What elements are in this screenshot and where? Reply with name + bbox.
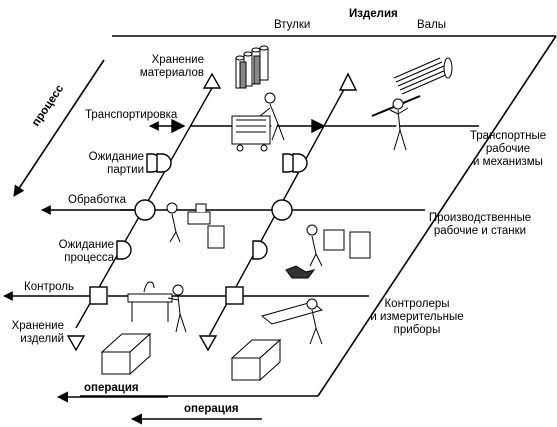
shafts-process-chain	[198, 72, 358, 352]
product-box-bushings	[100, 332, 152, 376]
product-box-shafts	[230, 338, 282, 382]
label-control: Контроль	[24, 281, 74, 293]
label-transportation: Транспортировка	[85, 109, 178, 121]
bushings-storage-triangle	[202, 72, 222, 89]
bushings-transport-arrowhead	[171, 118, 186, 134]
shafts-product-storage-triangle	[198, 335, 218, 352]
bushings-control-square	[89, 286, 108, 305]
shafts-processing-circle	[271, 199, 293, 221]
controller-bushings	[127, 281, 187, 333]
label-storage-products: Хранение изделий	[11, 320, 64, 345]
machinist-bushings	[166, 202, 225, 249]
operation-axis-2-label: операция	[184, 403, 239, 415]
label-storage-materials: Хранение материалов	[139, 54, 204, 79]
process-axis	[13, 59, 105, 197]
operation-axes	[56, 391, 262, 425]
bushings-stock-illustration	[235, 45, 269, 89]
plane-frame	[80, 35, 557, 397]
bushings-process-wait-d	[116, 240, 132, 260]
right-edge	[317, 35, 557, 397]
shafts-stock-illustration	[393, 57, 453, 95]
machinist-shafts	[285, 224, 371, 279]
label-batch-wait: Ожидание партии	[88, 151, 144, 176]
transport-worker-shaft	[371, 95, 421, 151]
label-processing: Обработка	[68, 194, 126, 206]
operation-axis-1-label: операция	[84, 382, 139, 394]
shafts-process-wait-d	[252, 240, 268, 260]
bushings-product-storage-triangle	[66, 335, 86, 352]
label-process-wait: Ожидание процесса	[58, 239, 114, 264]
shafts-batch-wait-d2	[292, 153, 308, 173]
bushings-batch-wait-d2	[156, 153, 172, 173]
column-header-bushings: Втулки	[274, 19, 311, 31]
column-header-shafts: Валы	[417, 19, 447, 31]
controller-shafts	[260, 298, 324, 345]
label-production-resources: Производственные рабочие и станки	[428, 212, 532, 237]
shafts-transport-arrowhead	[311, 118, 326, 134]
shafts-control-square	[225, 286, 244, 305]
illustrations	[100, 45, 453, 382]
label-control-resources: Контролеры и измерительные приборы	[370, 298, 464, 336]
shafts-storage-triangle	[338, 72, 358, 91]
transport-worker-cart	[231, 92, 285, 152]
header-title: Изделия	[349, 8, 398, 20]
bushings-process-chain	[66, 72, 222, 352]
process-axis-arrow	[13, 59, 105, 197]
label-transport-resources: Транспортные рабочие и механизмы	[469, 130, 547, 168]
bushings-processing-circle	[134, 199, 156, 221]
